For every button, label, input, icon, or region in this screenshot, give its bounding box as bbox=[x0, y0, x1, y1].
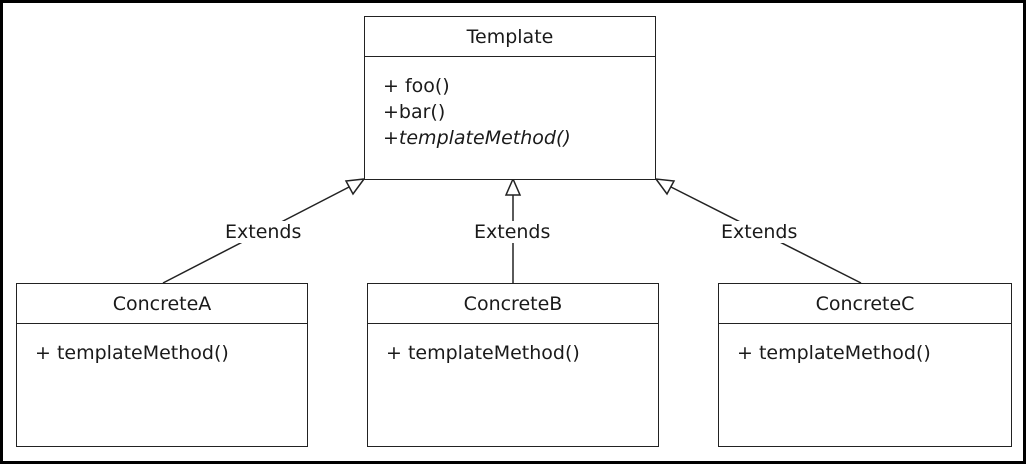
method-template-method: + templateMethod() bbox=[35, 342, 229, 364]
class-name: ConcreteC bbox=[719, 284, 1011, 324]
method-list: + foo() +bar() +templateMethod() bbox=[365, 57, 655, 151]
class-name: ConcreteA bbox=[17, 284, 307, 324]
relation-label-a: Extends bbox=[223, 221, 304, 243]
method-template-method: + templateMethod() bbox=[737, 342, 931, 364]
class-template: Template + foo() +bar() +templateMethod(… bbox=[364, 16, 656, 180]
class-name: Template bbox=[365, 17, 655, 57]
inheritance-arrow-a bbox=[344, 178, 366, 196]
method-list: + templateMethod() bbox=[17, 324, 307, 366]
inheritance-arrow-b bbox=[504, 177, 522, 196]
method-template-method: + templateMethod() bbox=[386, 342, 580, 364]
method-foo: + foo() bbox=[383, 75, 450, 97]
inheritance-arrow-c bbox=[654, 178, 676, 196]
class-concrete-b: ConcreteB + templateMethod() bbox=[367, 283, 659, 447]
method-bar: +bar() bbox=[383, 101, 446, 123]
class-concrete-c: ConcreteC + templateMethod() bbox=[718, 283, 1012, 447]
class-concrete-a: ConcreteA + templateMethod() bbox=[16, 283, 308, 447]
class-name: ConcreteB bbox=[368, 284, 658, 324]
method-template-method: +templateMethod() bbox=[383, 127, 571, 149]
method-list: + templateMethod() bbox=[719, 324, 1011, 366]
method-list: + templateMethod() bbox=[368, 324, 658, 366]
relation-label-b: Extends bbox=[472, 221, 553, 243]
relation-label-c: Extends bbox=[719, 221, 800, 243]
